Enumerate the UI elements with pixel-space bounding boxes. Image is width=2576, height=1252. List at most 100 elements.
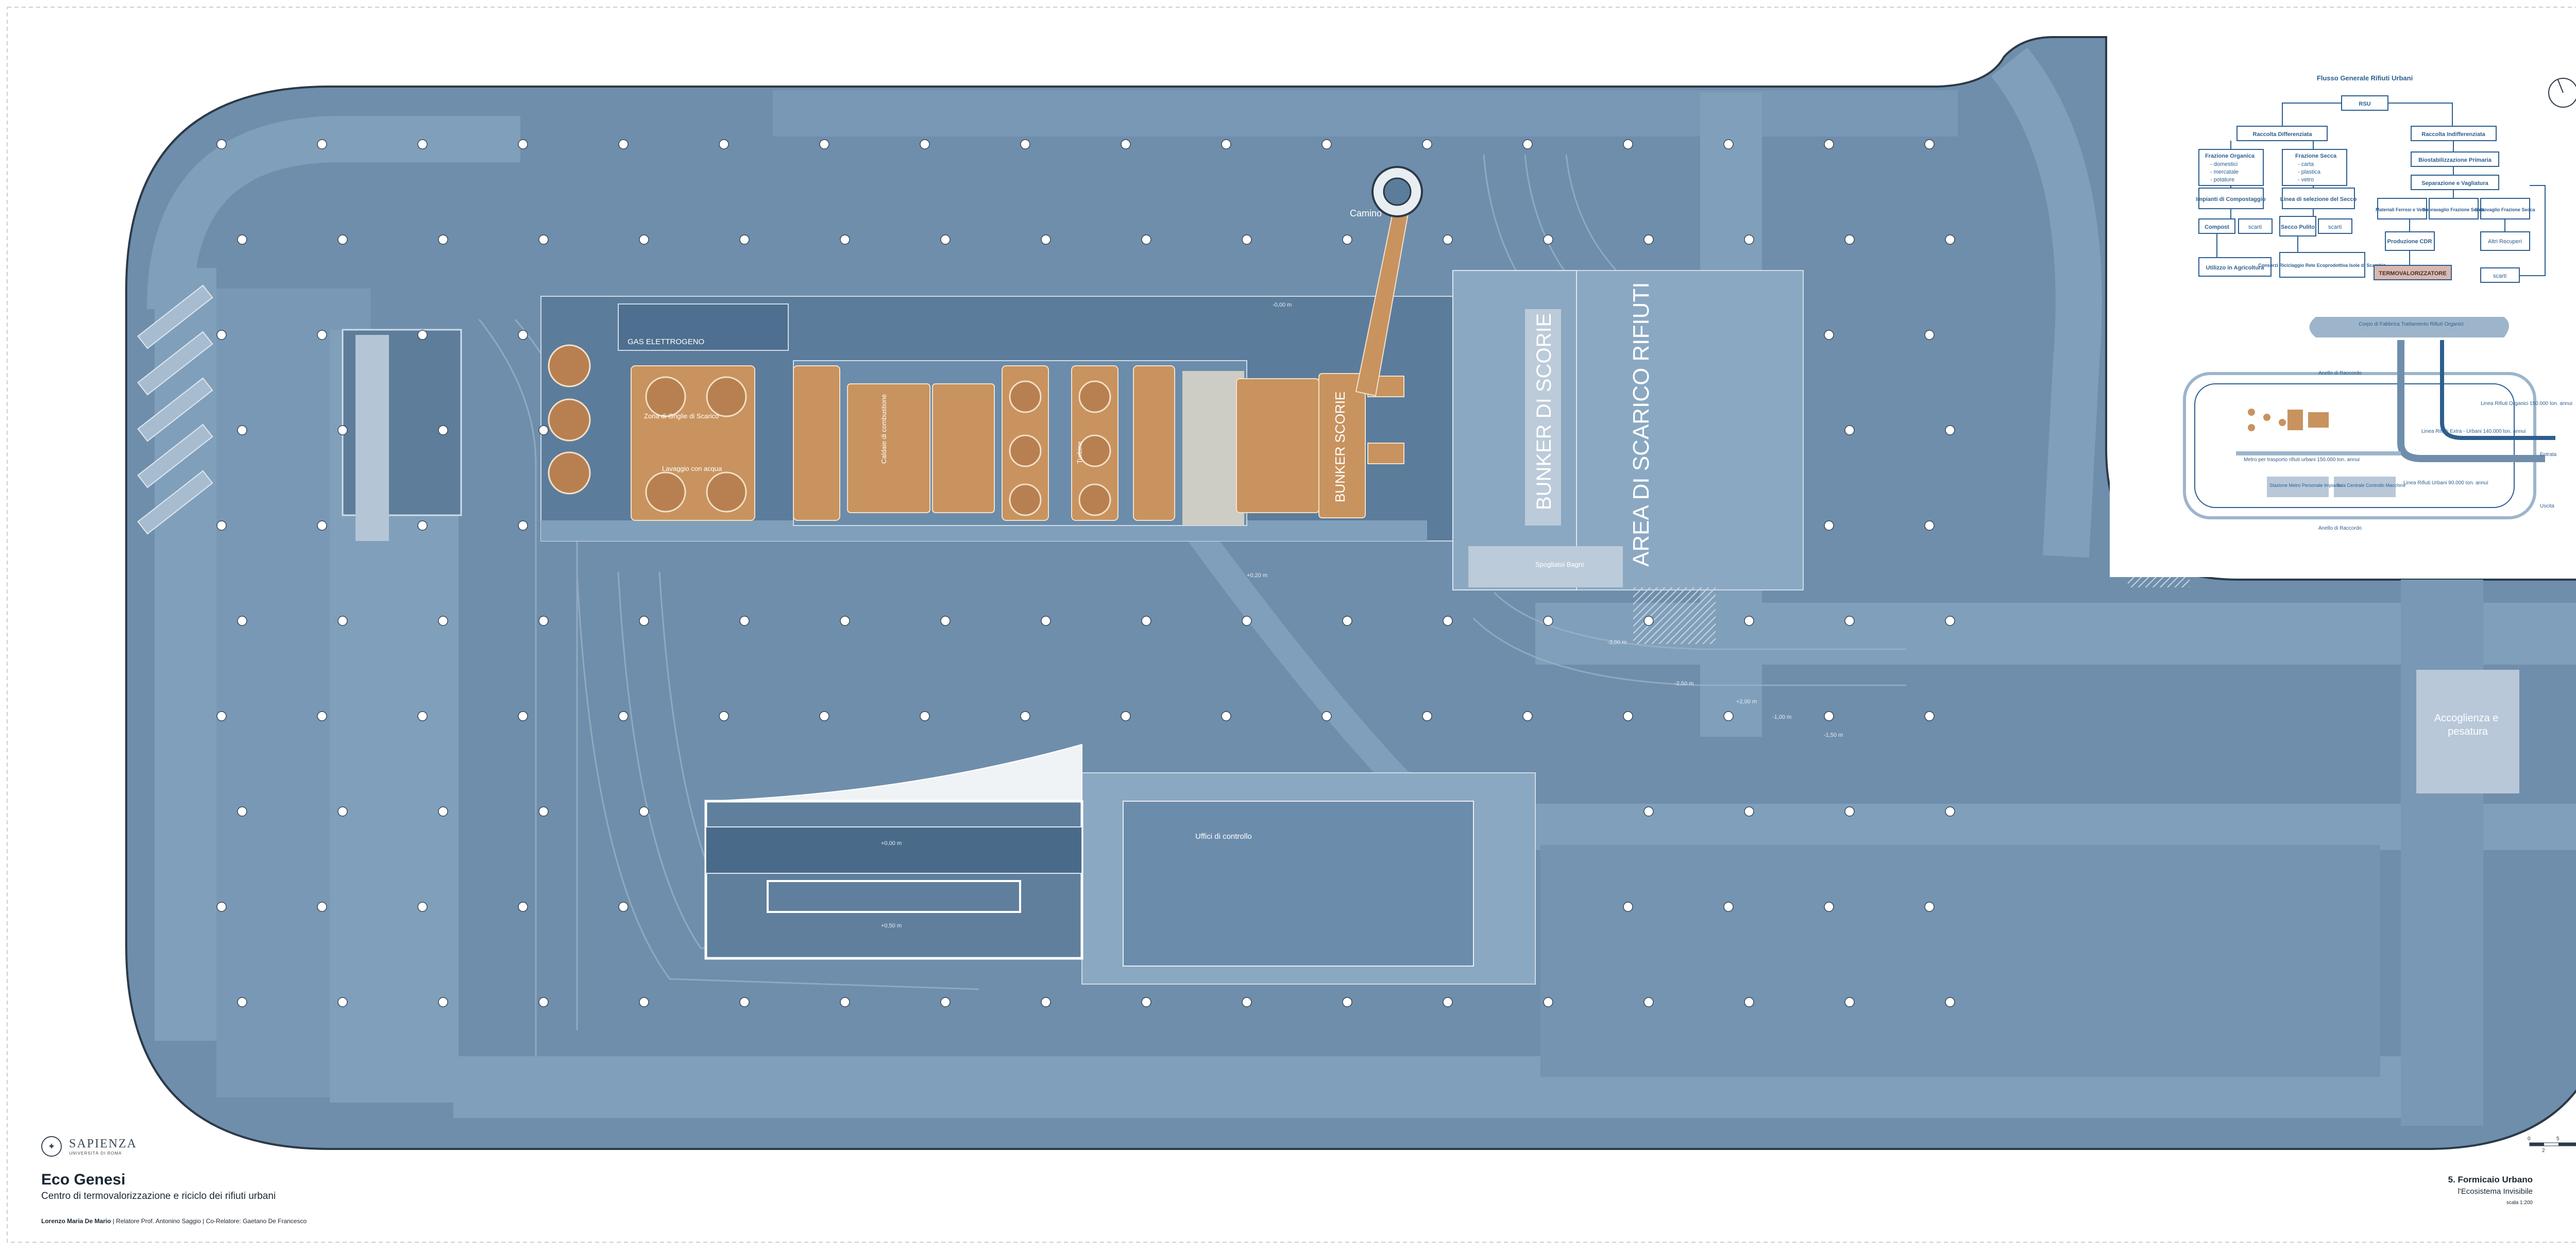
svg-text:-0,00 m: -0,00 m: [1273, 302, 1292, 308]
svg-text:Materiali Ferrosi e Vetro: Materiali Ferrosi e Vetro: [2376, 207, 2429, 212]
svg-text:+2,00 m: +2,00 m: [1736, 699, 1757, 705]
flow-title: Flusso Generale Rifiuti Urbani: [2317, 74, 2413, 82]
gas-label: GAS ELETTROGENO: [628, 337, 704, 346]
chimney-inner: [1383, 177, 1412, 206]
svg-text:- vetro: - vetro: [2298, 177, 2314, 183]
svg-text:scarti: scarti: [2328, 224, 2342, 230]
svg-text:Frazione Secca: Frazione Secca: [2295, 153, 2337, 159]
gas-room: [618, 303, 789, 351]
turbine-hall: [1182, 371, 1244, 526]
top-road: [773, 90, 1958, 137]
svg-text:scarti: scarti: [2248, 224, 2262, 230]
lighting-points: [216, 139, 1955, 1007]
svg-text:Utilizzo in Agricoltura: Utilizzo in Agricoltura: [2206, 265, 2265, 271]
offices-label: Uffici di controllo: [1195, 832, 1252, 841]
project-title: Eco Genesi: [41, 1171, 126, 1188]
svg-text:Raccolta Indifferenziata: Raccolta Indifferenziata: [2421, 131, 2485, 138]
svg-text:- carta: - carta: [2298, 161, 2314, 167]
elevation-marks: -0,00 m +0,20 m -3,00 m -2,50 m +2,00 m …: [881, 302, 1843, 929]
svg-text:Linea Rifiuti Organici 150.000: Linea Rifiuti Organici 150.000 ton. annu…: [2481, 401, 2572, 407]
reception-label: Accoglienza e pesatura: [2434, 713, 2501, 737]
svg-text:TERMOVALORIZZATORE: TERMOVALORIZZATORE: [2379, 270, 2446, 277]
svg-text:Sala Centrale Controllo Macchi: Sala Centrale Controllo Macchine: [2336, 483, 2405, 488]
bunker-slag-label: BUNKER DI SCORIE: [1533, 313, 1555, 510]
svg-text:Linea Rifiuti Urbani 90.000 to: Linea Rifiuti Urbani 90.000 ton. annui: [2403, 480, 2488, 486]
svg-text:Secco Pulito: Secco Pulito: [2281, 224, 2315, 230]
svg-text:-1,50 m: -1,50 m: [1824, 732, 1843, 738]
svg-text:Corpo di Fabbrica Trattamento: Corpo di Fabbrica Trattamento Rifiuti Or…: [2359, 322, 2463, 327]
svg-text:Anello di Raccordo: Anello di Raccordo: [2318, 526, 2362, 531]
bunker-slag-small-label: BUNKER SCORIE: [1332, 392, 1348, 502]
svg-text:- plastica: - plastica: [2298, 169, 2321, 175]
unloading-area-label: AREA DI SCARICO RIFIUTI: [1629, 282, 1654, 567]
title-block: ✦ SAPIENZA UNIVERSITÀ DI ROMA Eco Genesi…: [41, 1136, 762, 1225]
university-logo: ✦ SAPIENZA UNIVERSITÀ DI ROMA: [41, 1136, 762, 1157]
svg-text:- domestici: - domestici: [2210, 161, 2238, 167]
truck-bays: [137, 284, 213, 535]
drawing-scale: scala 1:200: [2506, 1200, 2533, 1206]
lockers-label: Spogliatoi Bagni: [1535, 561, 1584, 568]
grids-label: Zona di Griglie di Scarico: [644, 412, 719, 420]
hatched-ramp: [1633, 587, 1716, 644]
svg-text:Frazione Organica: Frazione Organica: [2205, 153, 2255, 159]
flow-rsu: RSU: [2359, 101, 2370, 107]
university-name: SAPIENZA: [69, 1137, 138, 1151]
waste-flow-diagram: Flusso Generale Rifiuti Urbani RSU Racco…: [2196, 74, 2546, 283]
reception-building: [2416, 670, 2519, 793]
metro-platform: [705, 826, 1082, 874]
svg-text:-1,00 m: -1,00 m: [1772, 714, 1791, 720]
svg-text:2: 2: [2542, 1148, 2545, 1154]
sheet-frame: [7, 7, 2576, 1243]
svg-text:Linea di selezione del Secco: Linea di selezione del Secco: [2280, 196, 2357, 202]
entrance-road: [2401, 580, 2483, 1126]
svg-text:Sopravaglio Frazione Secca: Sopravaglio Frazione Secca: [2422, 207, 2485, 212]
svg-text:Stazione Metro Personale Impia: Stazione Metro Personale Impianto: [2269, 483, 2342, 488]
svg-text:Anello di Raccordo: Anello di Raccordo: [2318, 370, 2362, 376]
circulation-schema: Corpo di Fabbrica Trattamento Rifiuti Or…: [2183, 317, 2572, 531]
svg-text:Uscita: Uscita: [2540, 503, 2554, 509]
svg-text:Separazione e Vagliatura: Separazione e Vagliatura: [2421, 180, 2488, 187]
ramp-road: [1991, 47, 2102, 558]
svg-text:+0,20 m: +0,20 m: [1247, 572, 1267, 579]
scale-bar: 0 2 5 10: [2528, 1136, 2576, 1154]
boiler-label: Caldaie di combustione: [880, 394, 888, 464]
svg-text:- potature: - potature: [2210, 177, 2234, 183]
locker-room: [1468, 546, 1623, 587]
svg-text:Biostabilizzazione Primaria: Biostabilizzazione Primaria: [2418, 157, 2492, 163]
svg-text:Consorzi Riciclaggio Rete Ecop: Consorzi Riciclaggio Rete Ecoprodottiva …: [2258, 263, 2386, 268]
svg-text:+0,00 m: +0,00 m: [881, 840, 902, 847]
svg-text:Raccolta Differenziata: Raccolta Differenziata: [2253, 131, 2313, 138]
chapter-subtitle: l'Ecosistema Invisibile: [2458, 1187, 2533, 1196]
chimney-label: Camino: [1350, 208, 1382, 218]
chapter-title: 5. Formicaio Urbano: [2448, 1175, 2533, 1185]
gatehouse-roof: [355, 335, 389, 541]
svg-text:Altri Recuperi: Altri Recuperi: [2488, 239, 2522, 245]
svg-text:Impianti di Compostaggio: Impianti di Compostaggio: [2196, 196, 2265, 202]
seal-icon: ✦: [41, 1136, 62, 1157]
svg-text:-2,50 m: -2,50 m: [1674, 681, 1693, 687]
svg-text:5: 5: [2556, 1136, 2560, 1142]
credits: Lorenzo Maria De Mario | Relatore Prof. …: [41, 1217, 762, 1225]
svg-text:Sottovaglio Frazione Secca: Sottovaglio Frazione Secca: [2475, 207, 2535, 212]
svg-text:Entrata: Entrata: [2540, 452, 2557, 458]
parking-area: [1540, 845, 2380, 1077]
svg-text:Linea Rifiuti Extra - Urbani 1: Linea Rifiuti Extra - Urbani 140.000 ton…: [2421, 429, 2526, 434]
bunker-slag: [1525, 309, 1561, 526]
svg-text:Produzione CDR: Produzione CDR: [2387, 239, 2432, 245]
wash-label: Lavaggio con acqua: [662, 465, 722, 472]
svg-text:Metro per trasporto rifiuti ur: Metro per trasporto rifiuti urbani 150.0…: [2244, 457, 2360, 463]
author: Lorenzo Maria De Mario: [41, 1217, 111, 1225]
boiler-drums: [548, 344, 1111, 516]
project-subtitle: Centro di termovalorizzazione e riciclo …: [41, 1191, 276, 1202]
supervisors: | Relatore Prof. Antonino Saggio | Co-Re…: [112, 1217, 307, 1225]
perimeter-road: [147, 116, 520, 310]
office-floor: [1123, 801, 1474, 967]
chapter-block: 5. Formicaio Urbano l'Ecosistema Invisib…: [2448, 1175, 2533, 1206]
svg-text:-3,00 m: -3,00 m: [1607, 639, 1626, 646]
svg-text:0: 0: [2528, 1136, 2531, 1142]
svg-text:scarti: scarti: [2493, 273, 2506, 279]
svg-text:Compost: Compost: [2205, 224, 2229, 230]
bunker-outline: [1452, 270, 1577, 590]
